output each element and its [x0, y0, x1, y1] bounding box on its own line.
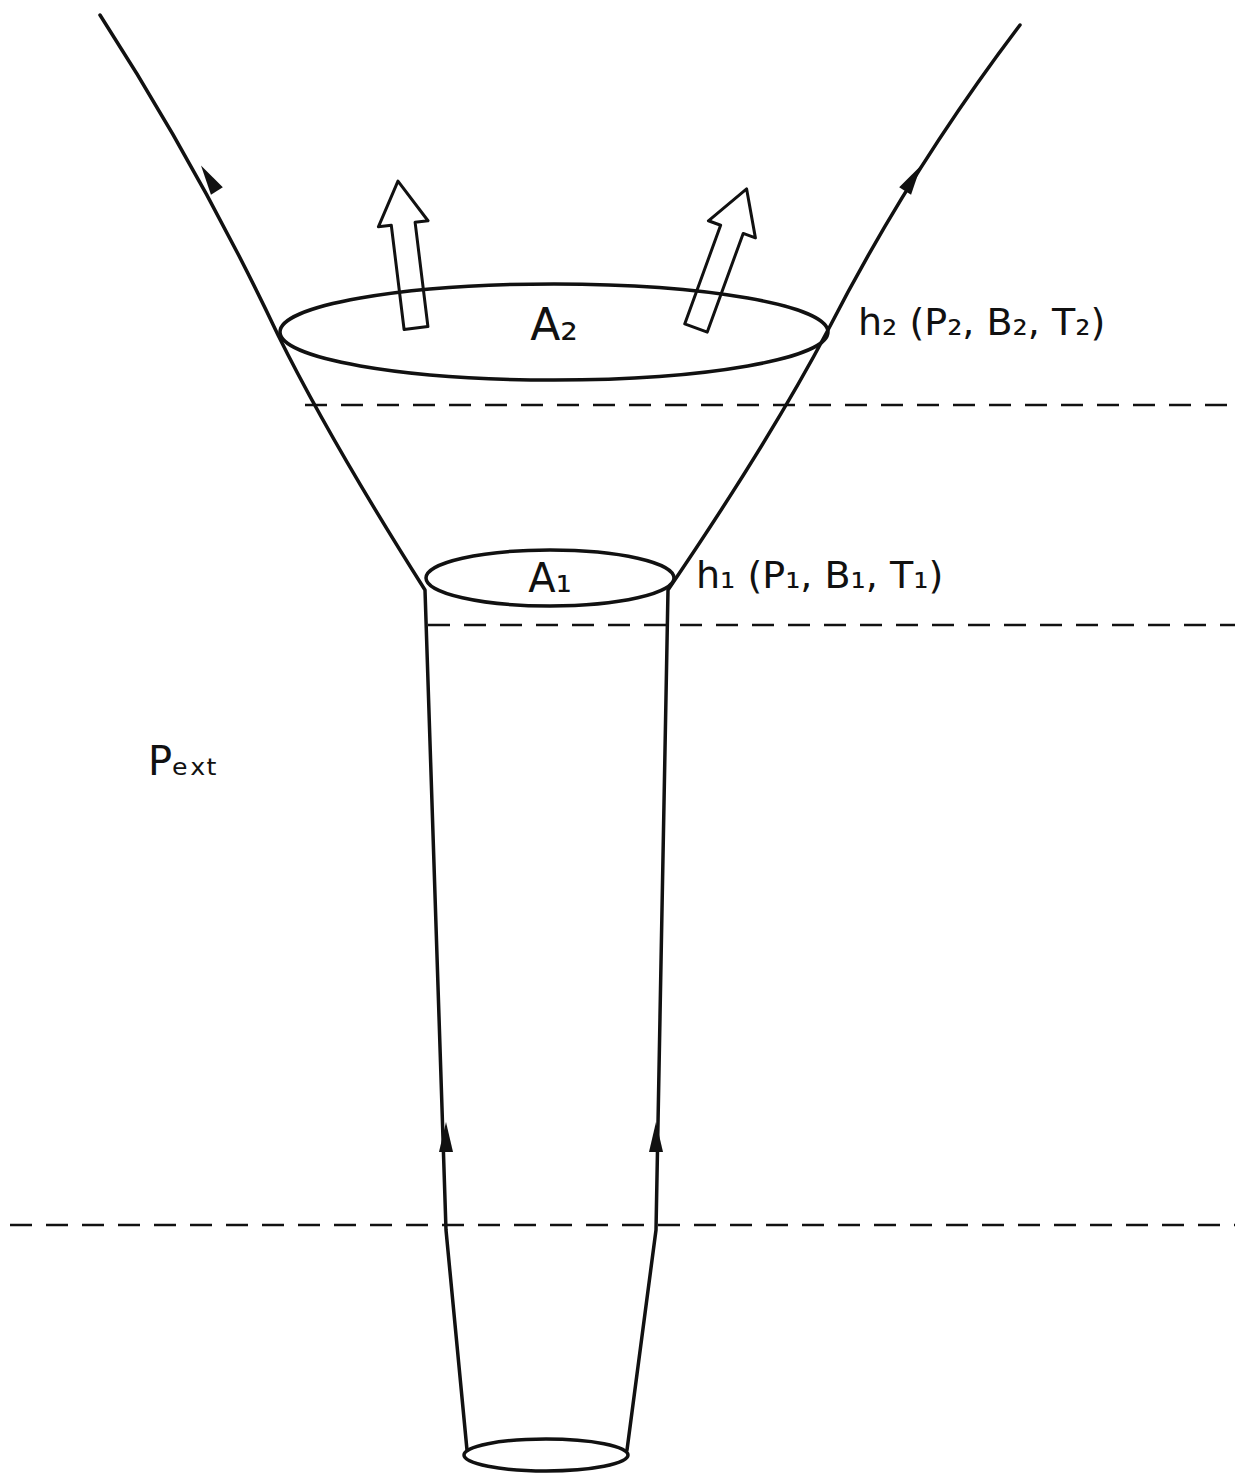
field-arrowhead — [439, 1122, 453, 1152]
area-ellipse: A₂ — [278, 282, 830, 382]
field-arrowhead — [649, 1122, 663, 1152]
flux-line — [627, 25, 1020, 1450]
height-line — [10, 1224, 1235, 1227]
ellipse-outline — [280, 284, 828, 380]
height-line — [305, 404, 1235, 407]
flux-line — [100, 15, 467, 1450]
area-label: A₁ — [528, 555, 571, 601]
field-arrowhead — [899, 162, 927, 195]
height-label: h₂ (P₂, B₂, T₂) — [858, 300, 1105, 344]
height-label: h₁ (P₁, B₁, T₁) — [696, 553, 943, 597]
area-label: A₂ — [530, 299, 578, 350]
flow-arrow — [673, 180, 771, 336]
area-ellipse: A₁ — [424, 548, 676, 608]
ellipse-outline — [426, 550, 674, 606]
pressure-label: Pₑₓₜ — [148, 738, 218, 784]
height-line — [428, 624, 1235, 627]
flow-arrow — [373, 178, 441, 331]
tube-base — [464, 1439, 628, 1471]
field-arrowhead — [195, 162, 223, 195]
